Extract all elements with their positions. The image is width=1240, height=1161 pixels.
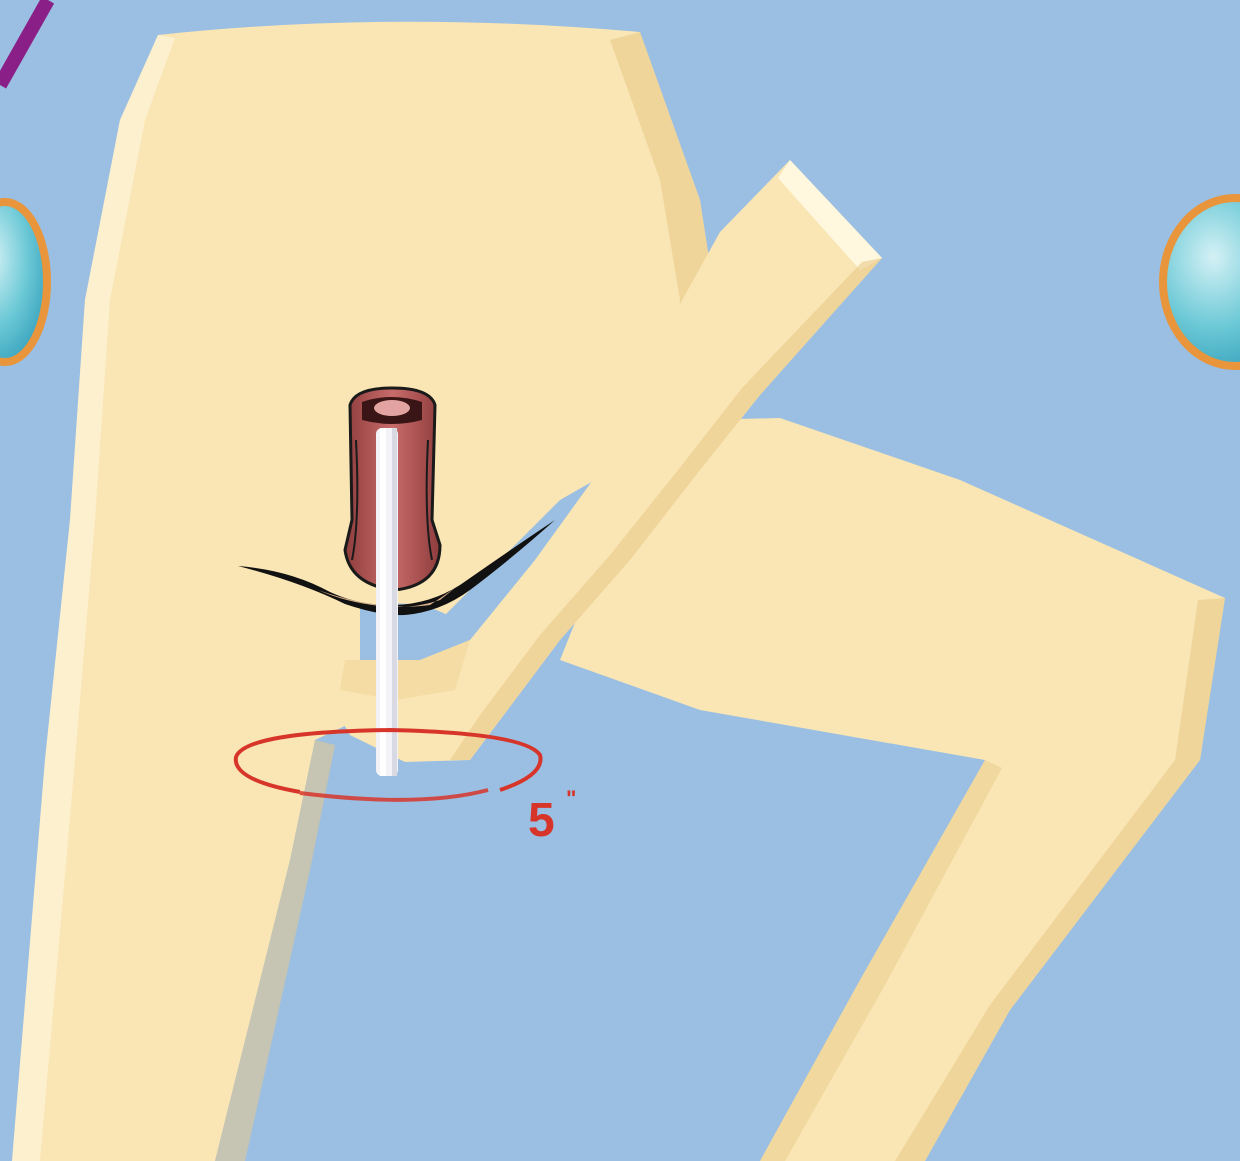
duration-label: 5 — [528, 794, 555, 847]
duration-unit: " — [566, 786, 576, 811]
swab-applicator-icon — [376, 428, 398, 776]
